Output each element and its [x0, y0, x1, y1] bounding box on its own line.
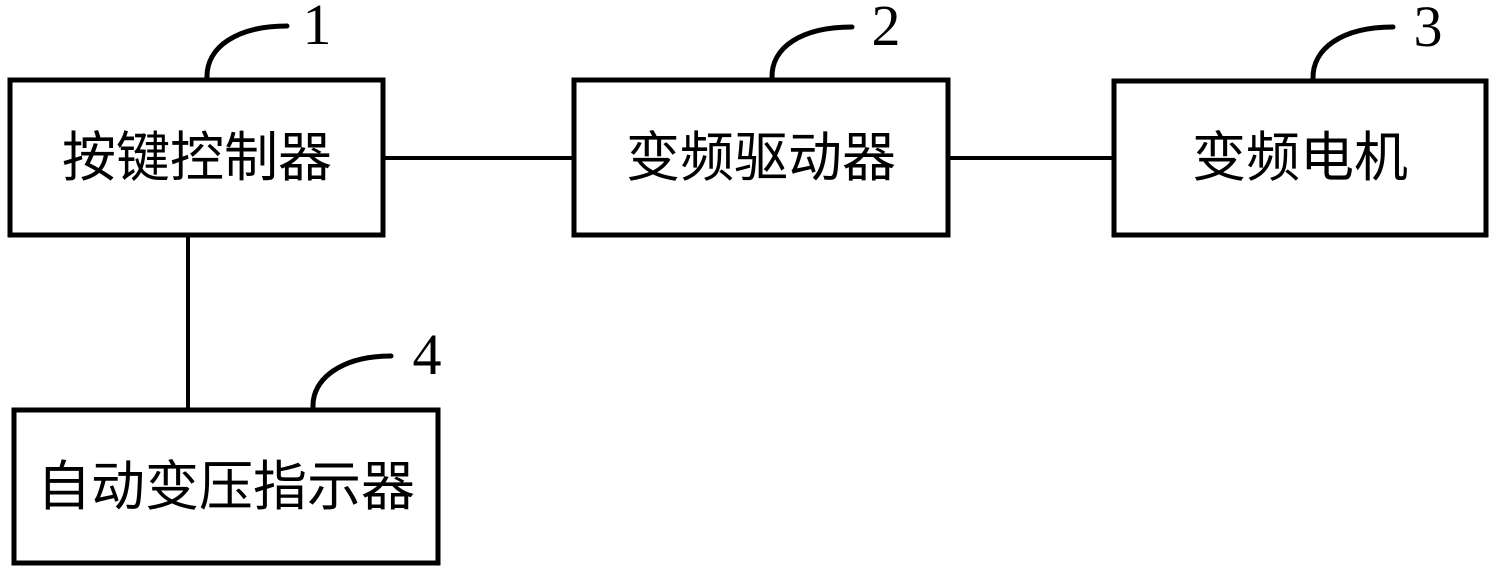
leader-line-ref-4 [310, 353, 394, 410]
ref-number-2: 2 [872, 0, 901, 58]
leader-line-ref-2 [769, 24, 855, 81]
box-key-controller [7, 77, 386, 238]
box-label-auto-voltage-indicator: 自动变压指示器 [37, 455, 415, 518]
box-vfd-driver [571, 77, 951, 238]
block-vf-motor: 变频电机 [1111, 78, 1489, 238]
leader-line-ref-1 [204, 23, 290, 81]
box-vf-motor [1111, 78, 1489, 238]
leader-line-ref-3 [1310, 24, 1396, 82]
box-label-key-controller: 按键控制器 [62, 126, 332, 189]
ref-number-3: 3 [1414, 0, 1443, 59]
block-key-controller: 按键控制器 [7, 77, 386, 238]
block-vfd-driver: 变频驱动器 [571, 77, 951, 238]
block-auto-voltage-indicator: 自动变压指示器 [11, 407, 441, 566]
box-auto-voltage-indicator [11, 407, 441, 566]
box-label-vfd-driver: 变频驱动器 [626, 126, 896, 189]
ref-number-4: 4 [413, 322, 442, 387]
ref-number-1: 1 [303, 0, 332, 57]
box-label-vf-motor: 变频电机 [1192, 126, 1408, 189]
